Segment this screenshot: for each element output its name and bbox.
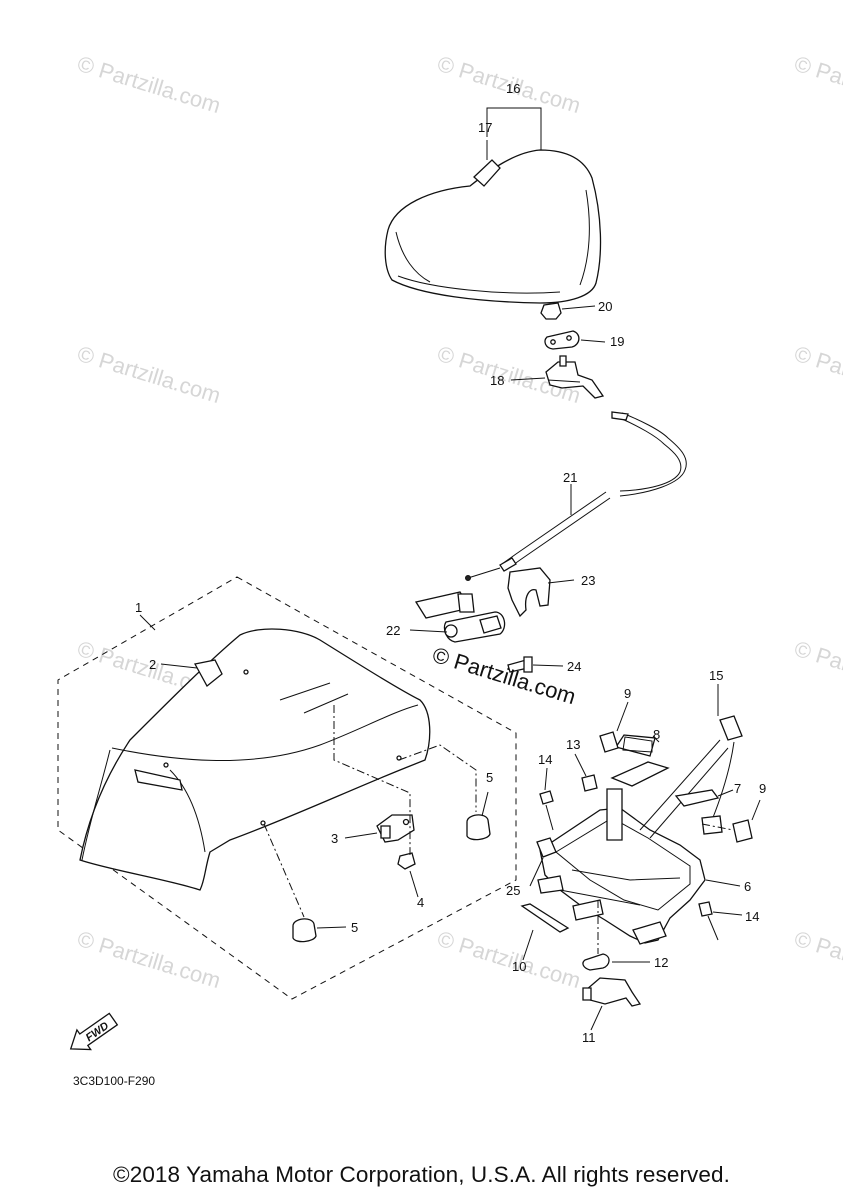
callout-21: 21 [563,470,577,485]
callout-6: 6 [744,879,751,894]
leader-9a [616,701,629,732]
seat-lock-hook[interactable] [545,355,605,399]
frame-tape-b[interactable] [674,789,720,807]
callout-17: 17 [478,120,492,135]
callout-4: 4 [417,895,424,910]
leader-3 [344,832,378,839]
leader-5a [481,791,489,817]
fwd-arrow-icon: FWD [69,1012,119,1051]
watermark-text: © Partzilla.com [792,51,843,118]
watermark-text: © Partzilla.com [792,341,843,408]
callout-10: 10 [512,959,526,974]
rear-seat-cover[interactable] [384,149,602,304]
leader-20 [561,305,596,310]
leader-19 [580,339,606,343]
callout-18: 18 [490,373,504,388]
callout-5b: 5 [351,920,358,935]
frame-strap[interactable] [639,715,743,839]
bolt-13[interactable] [581,774,598,792]
leader-25 [529,857,544,887]
drawing-code: 3C3D100-F290 [73,1074,156,1088]
leader-7 [717,789,734,797]
callout-14a: 14 [538,752,552,767]
leader-6 [705,879,741,887]
callout-11: 11 [582,1030,596,1045]
callout-12: 12 [654,955,668,970]
leader-9b [751,799,761,821]
seat-lock-assembly[interactable] [414,591,506,643]
seat-nut[interactable] [397,852,416,870]
callout-16: 16 [506,81,520,96]
watermark-text: © Partzilla.com [75,926,224,993]
leader-2 [160,663,198,669]
seat-assembly-outline [57,576,517,1000]
callout-13: 13 [566,737,580,752]
callout-8: 8 [653,727,660,742]
seat-bracket[interactable] [376,814,415,843]
pad-b[interactable] [599,731,619,753]
callout-25: 25 [506,883,520,898]
leader-13 [574,753,587,777]
leader-14b [712,911,743,916]
leader-11 [590,1005,603,1031]
leader-8 [652,735,660,743]
lock-plate-12[interactable] [582,953,610,971]
leader-10 [522,929,534,961]
leader-14a [544,767,548,791]
leader-5b [316,926,347,929]
front-seat[interactable] [79,628,431,891]
callout-1: 1 [135,600,142,615]
callout-5a: 5 [486,770,493,785]
leader-24 [532,664,564,667]
watermark-text: © Partzilla.com [792,926,843,993]
callout-numbers: 1 2 3 4 5 5 6 7 8 9 9 10 11 12 13 14 14 … [135,81,766,1045]
pad-c[interactable] [732,819,753,843]
centerline [701,823,734,831]
pad-a[interactable] [614,734,656,757]
seat-lock-nut[interactable] [540,302,562,320]
callout-3: 3 [331,831,338,846]
damper[interactable] [536,837,557,858]
callout-24: 24 [567,659,581,674]
callout-15: 15 [709,668,723,683]
callout-7: 7 [734,781,741,796]
bolt-14-left[interactable] [539,790,554,831]
centerline [333,705,411,855]
watermark-text: © Partzilla.com [792,636,843,703]
callout-9a: 9 [624,686,631,701]
leader-16 [486,107,542,150]
watermark-text: © Partzilla.com [75,341,224,408]
seat-lock-cable[interactable] [465,411,687,581]
leader-4 [409,870,419,898]
callout-9b: 9 [759,781,766,796]
seat-catch-11[interactable] [582,977,642,1007]
rubber-strip[interactable] [520,903,570,933]
watermark-text: © Partzilla.com [75,51,224,118]
centerline [263,823,305,918]
leader-1 [139,614,156,631]
leader-18 [510,377,546,381]
leader-22 [409,629,448,633]
lock-screw[interactable] [507,656,533,673]
callout-22: 22 [386,623,400,638]
seat-damper-right[interactable] [466,814,491,841]
seat-frame[interactable] [537,788,706,945]
seat-lock-plate[interactable] [544,330,580,350]
watermark-text: © Partzilla.com [435,926,584,993]
callout-19: 19 [610,334,624,349]
centerline [398,744,477,812]
callout-23: 23 [581,573,595,588]
lock-bracket[interactable] [507,567,551,618]
bolt-14-right[interactable] [698,901,719,941]
copyright-notice: ©2018 Yamaha Motor Corporation, U.S.A. A… [113,1162,730,1187]
callout-14b: 14 [745,909,759,924]
callout-20: 20 [598,299,612,314]
seat-damper-left[interactable] [292,918,317,943]
callout-2: 2 [149,657,156,672]
leader-23 [547,579,575,584]
frame-tape-a[interactable] [610,761,670,787]
